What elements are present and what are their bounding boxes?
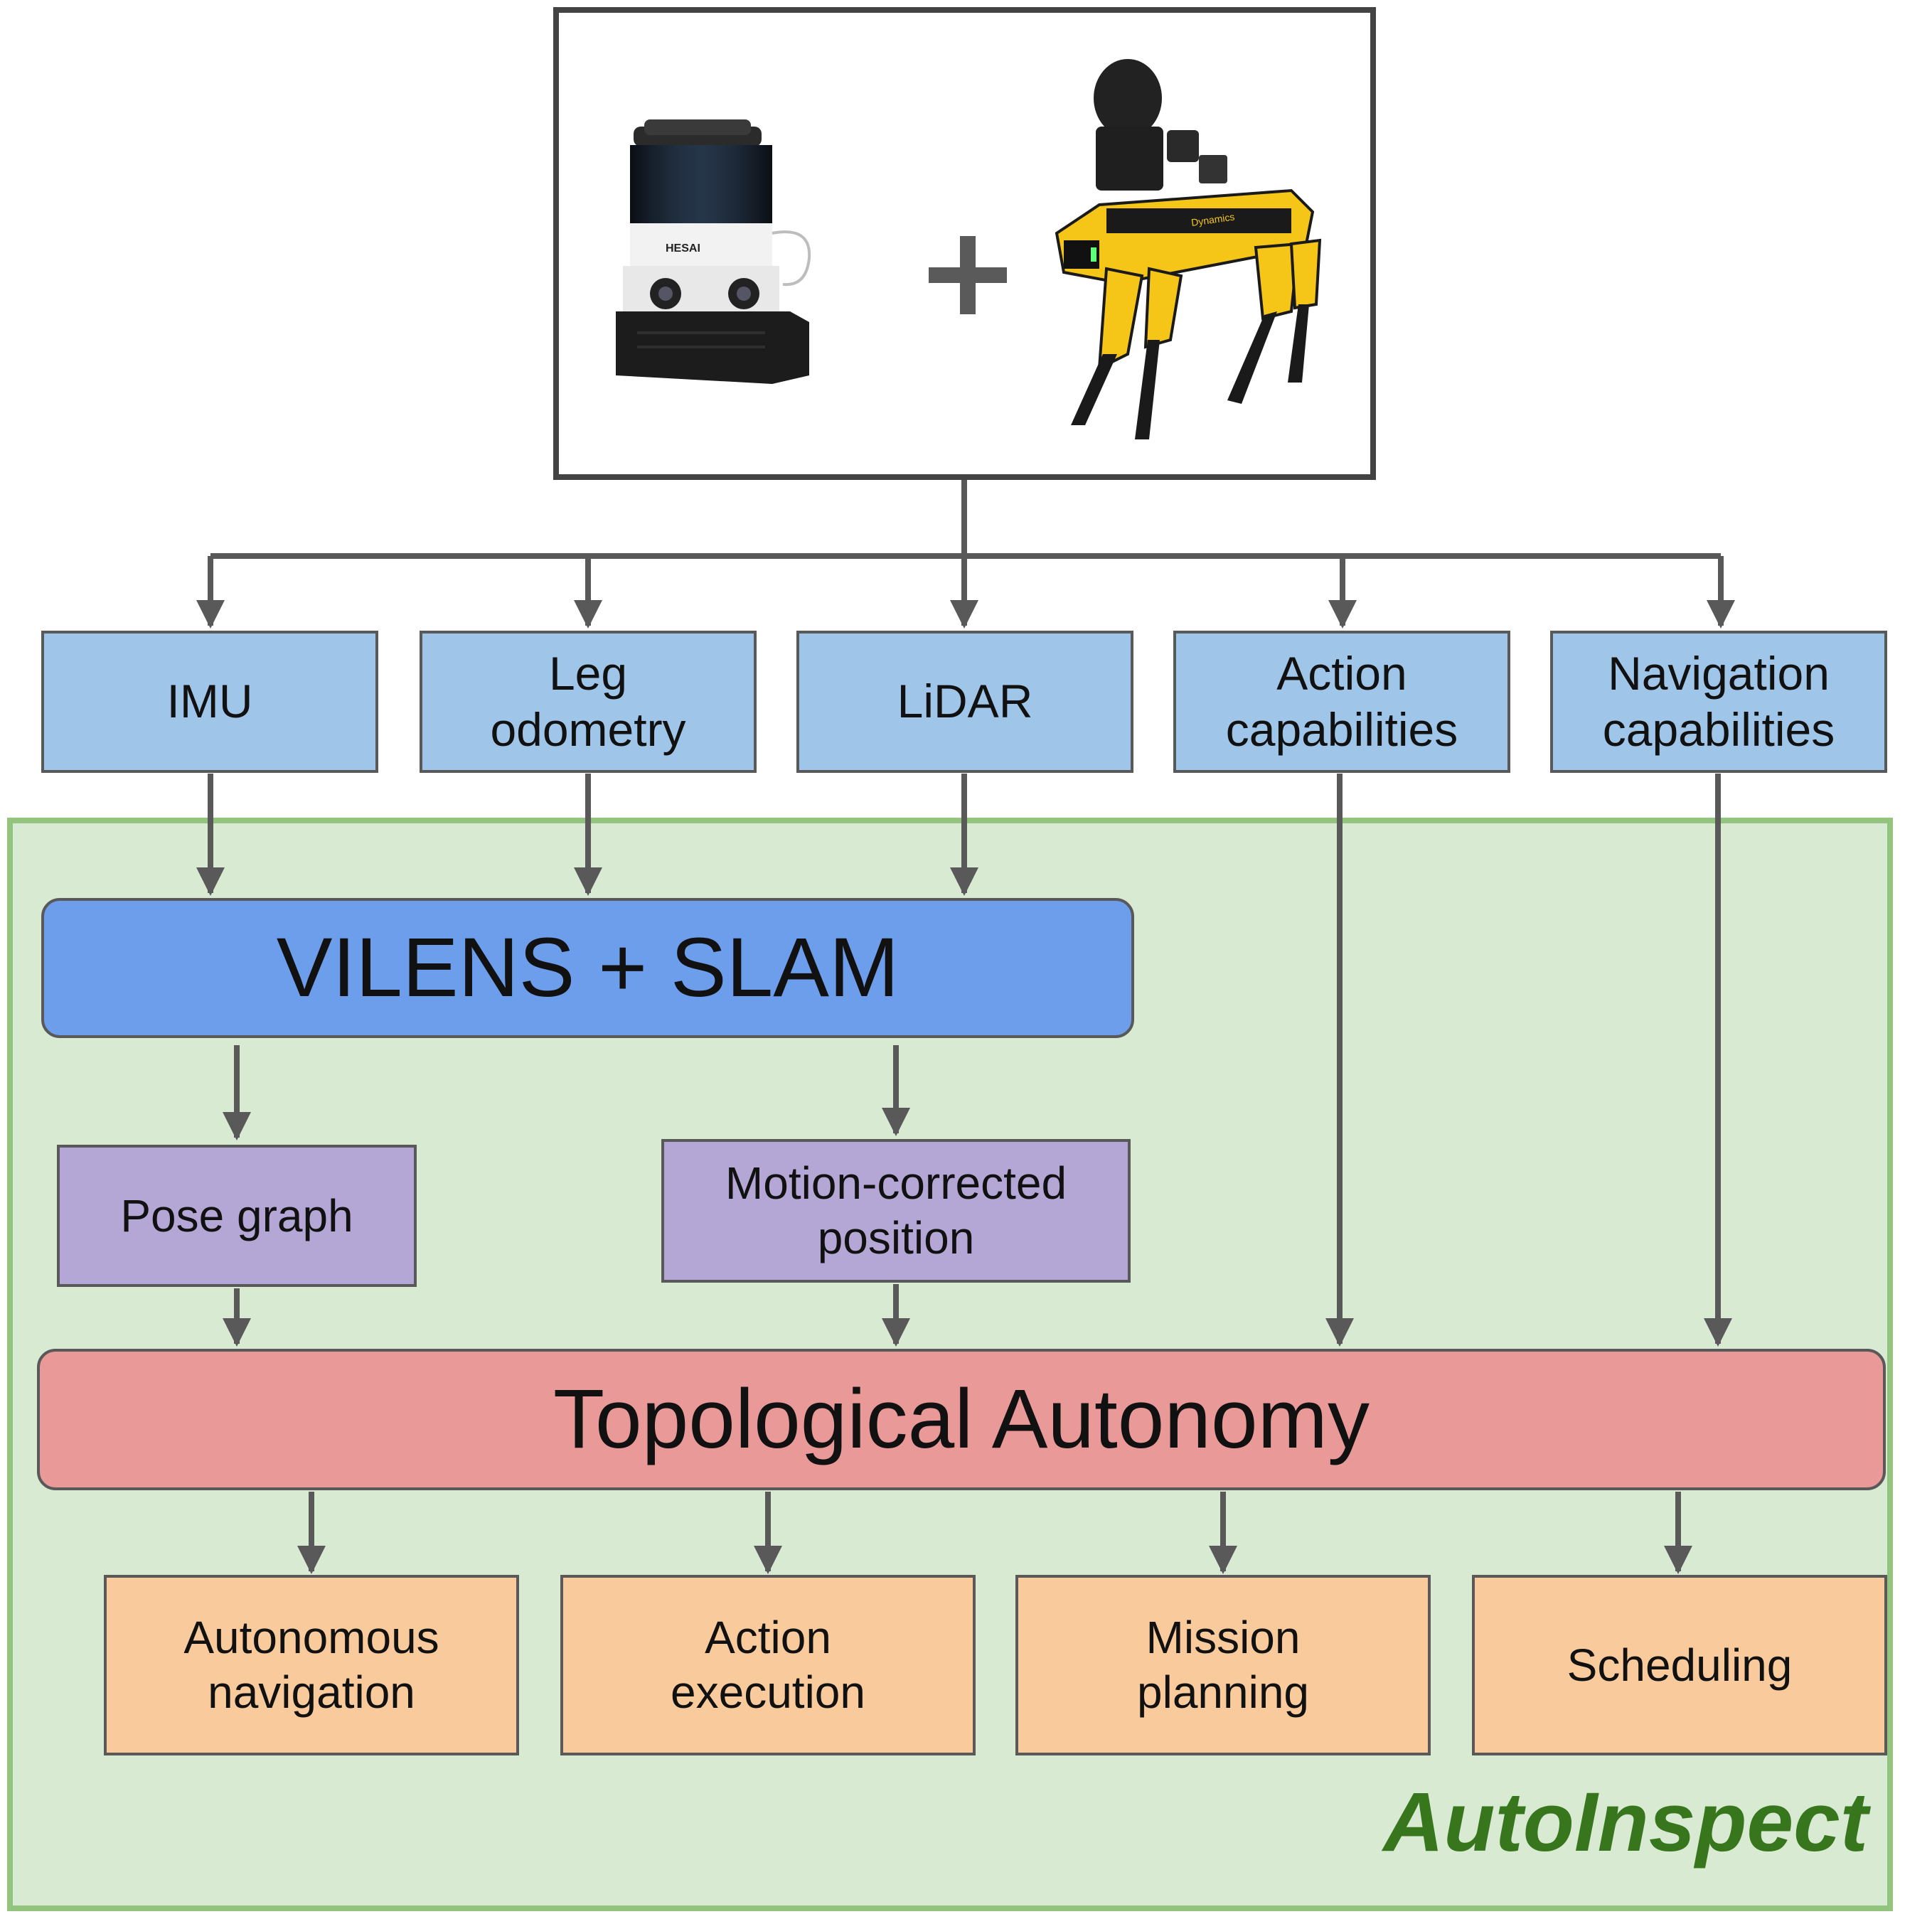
motion-corrected-position-box: Motion-corrected position xyxy=(661,1139,1131,1283)
pose-graph-box: Pose graph xyxy=(57,1145,417,1287)
autoinspect-label: AutoInspect xyxy=(1383,1775,1868,1869)
action-capabilities-box: Action capabilities xyxy=(1173,631,1510,773)
imu-box: IMU xyxy=(41,631,378,773)
lidar-sensor-image: HESAI xyxy=(616,119,811,384)
lidar-brand-text: HESAI xyxy=(666,242,700,255)
hardware-frame: HESAI xyxy=(553,7,1376,480)
action-execution-box: Action execution xyxy=(560,1575,976,1755)
autonomous-navigation-box: Autonomous navigation xyxy=(104,1575,519,1755)
plus-icon xyxy=(929,236,1007,314)
hardware-illustration: HESAI xyxy=(616,59,1322,439)
leg-odometry-box: Leg odometry xyxy=(420,631,757,773)
scheduling-box: Scheduling xyxy=(1472,1575,1887,1755)
mission-planning-box: Mission planning xyxy=(1015,1575,1431,1755)
navigation-capabilities-box: Navigation capabilities xyxy=(1550,631,1887,773)
topological-autonomy-box: Topological Autonomy xyxy=(37,1349,1886,1490)
quadruped-robot-image: Dynamics xyxy=(1055,59,1322,439)
lidar-box: LiDAR xyxy=(796,631,1133,773)
vilens-slam-box: VILENS + SLAM xyxy=(41,898,1134,1038)
